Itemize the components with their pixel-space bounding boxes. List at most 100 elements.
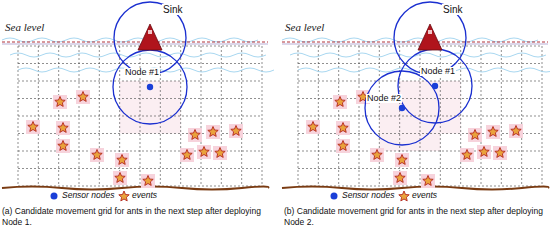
sink-label: Sink — [162, 4, 183, 15]
event-star — [199, 147, 209, 157]
candidate-cell — [140, 81, 160, 99]
event-star — [78, 92, 88, 102]
event-cell — [336, 139, 350, 153]
event-star — [479, 147, 489, 157]
grid-line — [18, 116, 262, 117]
event-cell — [306, 120, 320, 134]
grid-line — [18, 81, 262, 82]
event-cell — [188, 128, 202, 142]
event-cell — [141, 174, 155, 188]
range-circle — [398, 49, 472, 123]
candidate-cell — [120, 99, 140, 117]
sink-triangle — [418, 24, 442, 50]
legend-star-shape — [399, 191, 409, 201]
event-cell — [509, 124, 523, 138]
grid-line — [201, 46, 202, 186]
candidate-cell — [440, 99, 460, 117]
legend-text: Sensor nodes — [342, 190, 394, 200]
event-star — [231, 126, 241, 136]
event-star — [182, 150, 192, 160]
event-star — [115, 173, 125, 183]
legend-star-shape — [119, 191, 129, 201]
event-cell — [421, 174, 435, 188]
range-circle — [113, 50, 187, 124]
caption-text: (b) Candidate movement grid for ants in … — [284, 206, 546, 227]
event-cell — [460, 148, 474, 162]
grid-line — [481, 46, 482, 186]
wave — [2, 38, 258, 42]
sink-mark — [148, 30, 152, 34]
candidate-cell — [440, 116, 460, 134]
sea-level-label: Sea level — [285, 21, 324, 33]
grid-line — [298, 63, 542, 64]
seabed — [2, 187, 268, 190]
wave — [282, 38, 538, 42]
legend-dot — [51, 193, 58, 200]
event-star — [28, 122, 38, 132]
sensor-node — [399, 105, 405, 111]
grid-line — [18, 133, 262, 134]
legend-text: events — [132, 190, 157, 200]
event-cell — [76, 90, 90, 104]
candidate-cell — [120, 81, 140, 99]
event-cell — [229, 124, 243, 138]
event-star — [143, 176, 153, 186]
event-cell — [486, 125, 500, 139]
sea-level-line — [282, 44, 548, 45]
grid-line — [18, 63, 262, 64]
event-cell — [468, 128, 482, 142]
event-cell — [197, 145, 211, 159]
candidate-cell — [400, 81, 420, 99]
event-star — [338, 141, 348, 151]
candidate-cell — [420, 99, 440, 117]
legend-text: Sensor nodes — [62, 190, 114, 200]
event-cell — [53, 95, 67, 109]
event-star — [395, 173, 405, 183]
event-cell — [56, 139, 70, 153]
seabed — [282, 187, 548, 190]
event-star — [495, 148, 505, 158]
event-cell — [395, 153, 409, 167]
range-circle — [394, 2, 466, 74]
event-cell — [333, 95, 347, 109]
event-star — [462, 150, 472, 160]
event-star — [338, 123, 348, 133]
event-cell — [90, 148, 104, 162]
sink-label: Sink — [442, 4, 463, 15]
grid-line — [298, 168, 542, 169]
event-cell — [393, 171, 407, 185]
node-label: Node #1 — [420, 67, 456, 76]
sea-level-label: Sea level — [5, 21, 44, 33]
grid-line — [298, 116, 542, 117]
sea-level-line — [282, 42, 548, 43]
grid-line — [298, 81, 542, 82]
event-star — [488, 127, 498, 137]
grid-line — [221, 46, 222, 186]
event-star — [190, 130, 200, 140]
event-star — [58, 141, 68, 151]
sensor-node — [147, 84, 153, 90]
legend-text: events — [412, 190, 437, 200]
legend-swatch — [328, 190, 340, 202]
event-star — [215, 148, 225, 158]
candidate-cell — [440, 81, 460, 99]
node-label: Node #2 — [366, 94, 402, 103]
candidate-cell — [420, 134, 440, 152]
grid-line — [501, 46, 502, 186]
event-star — [117, 155, 127, 165]
event-cell — [206, 125, 220, 139]
wave — [10, 53, 266, 57]
candidate-cell — [160, 99, 180, 117]
sea-level-line — [2, 44, 268, 45]
grid-line — [298, 133, 542, 134]
sink-mark — [428, 30, 432, 34]
event-cell — [26, 120, 40, 134]
candidate-cell — [140, 116, 160, 134]
candidate-cell — [420, 99, 440, 117]
legend-star — [118, 190, 130, 202]
sea-level-line — [2, 42, 268, 43]
range-circle — [365, 71, 439, 145]
candidate-cell — [160, 81, 180, 99]
event-star — [55, 97, 65, 107]
